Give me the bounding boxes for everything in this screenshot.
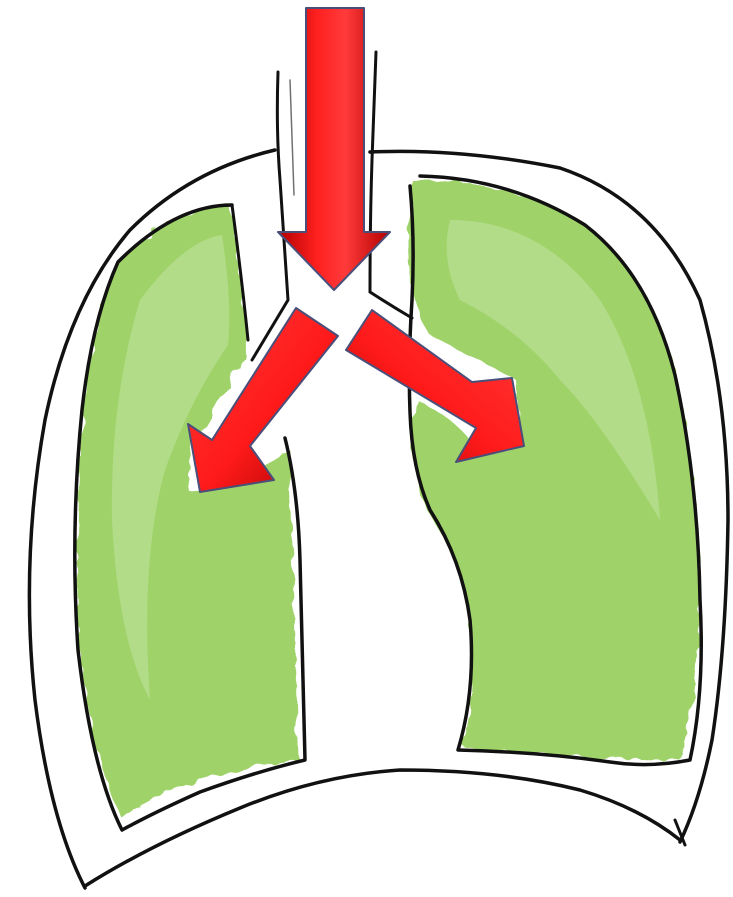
- right-lung: [408, 176, 701, 765]
- left-lung: [75, 205, 305, 830]
- trachea-left-wall: [252, 72, 288, 360]
- trachea-inner-line: [290, 80, 294, 195]
- trachea-right-wall: [370, 52, 412, 318]
